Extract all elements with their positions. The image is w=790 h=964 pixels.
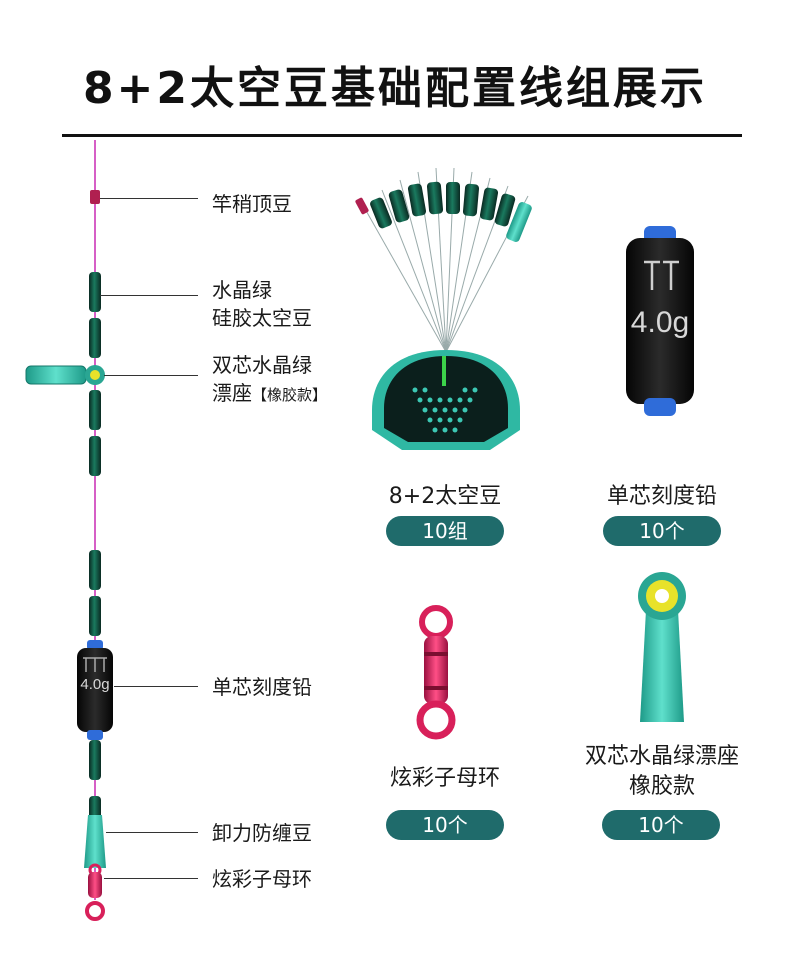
float-seat-horizontal	[25, 365, 105, 385]
product-name-space-beads: 8+2太空豆	[388, 484, 502, 509]
title-divider	[62, 134, 742, 137]
product-name-swivel: 炫彩子母环	[389, 766, 500, 791]
rig-sinker-weight-marking: 4.0g	[80, 676, 110, 693]
sinker-on-rig	[77, 640, 113, 740]
crystal-bead-group-lower	[89, 550, 101, 824]
anti-tangle-bead	[84, 815, 106, 868]
label-crystal-bead: 水晶绿 硅胶太空豆	[212, 278, 312, 330]
crystal-bead-group-upper	[89, 272, 101, 476]
label-top-bead: 竿稍顶豆	[212, 192, 292, 216]
callout-line-crystal	[100, 295, 198, 296]
swivel-on-rig	[85, 863, 105, 921]
float-seat-note: 【橡胶款】	[252, 386, 328, 404]
qty-badge-sinker: 10个	[603, 516, 721, 546]
top-bead	[90, 190, 100, 204]
label-swivel: 炫彩子母环	[212, 867, 312, 891]
callout-line-anti-tangle	[106, 832, 198, 833]
product-name-sinker: 单芯刻度铅	[606, 484, 717, 509]
sinker-weight-marking: 4.0g	[630, 306, 690, 339]
page-title: 8+2太空豆基础配置线组展示	[82, 63, 708, 114]
label-anti-tangle: 卸力防缠豆	[212, 821, 312, 845]
callout-line-swivel	[104, 878, 198, 879]
qty-badge-space-beads: 10组	[386, 516, 504, 546]
qty-badge-swivel: 10个	[386, 810, 504, 840]
label-sinker: 单芯刻度铅	[212, 675, 312, 699]
callout-line-top-bead	[100, 198, 198, 199]
callout-line-float-seat	[104, 375, 198, 376]
qty-badge-float-seat: 10个	[602, 810, 720, 840]
callout-line-sinker	[114, 686, 198, 687]
label-float-seat: 双芯水晶绿 漂座【橡胶款】	[212, 353, 328, 405]
product-name-float-seat: 双芯水晶绿漂座 橡胶款	[584, 744, 739, 799]
